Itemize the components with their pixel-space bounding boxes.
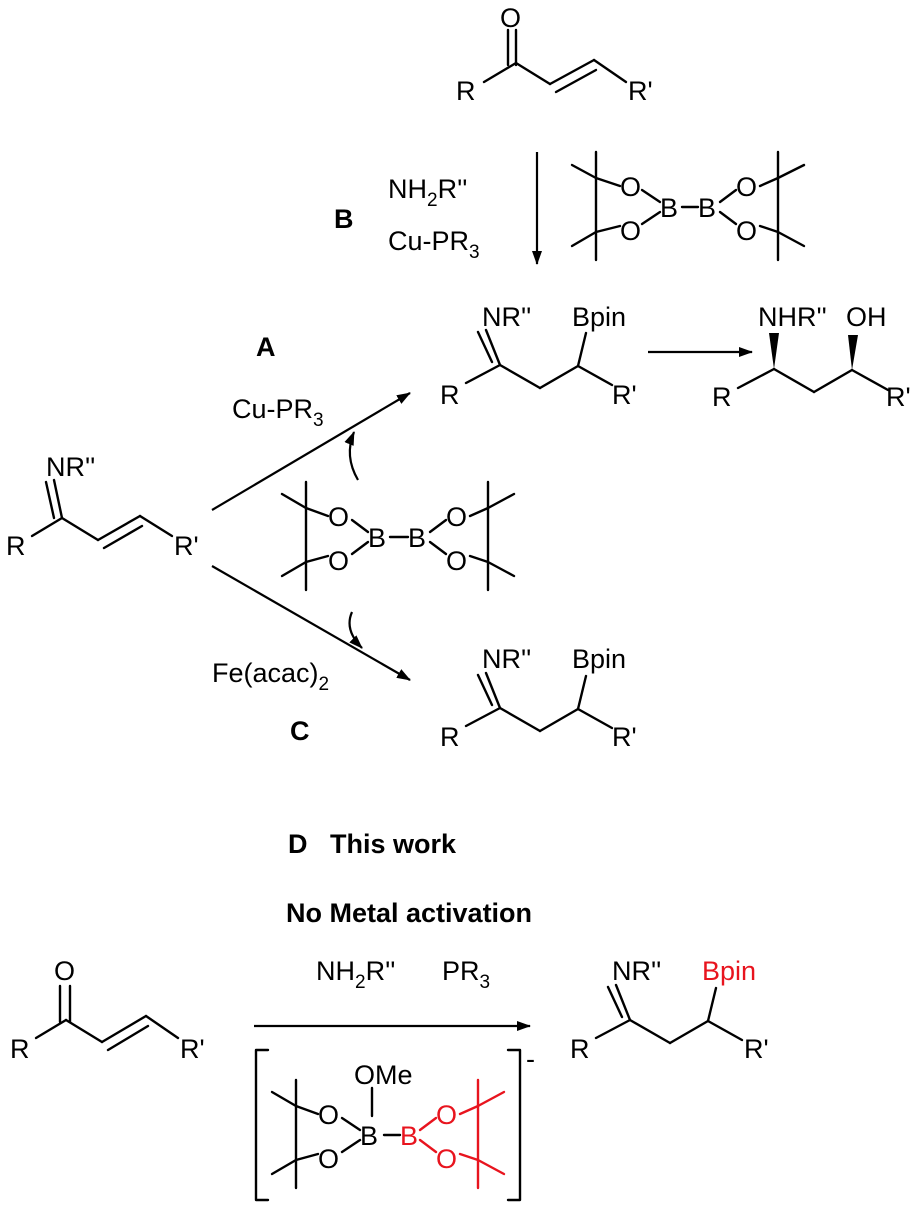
product-d: NR'' Bpin R R' (570, 956, 769, 1064)
atom-r: R (712, 382, 732, 412)
atom-bpin: Bpin (572, 302, 626, 332)
atom-nr-double-prime: NR'' (482, 644, 531, 674)
bracket-left (254, 1048, 270, 1202)
atom-r: R (10, 1034, 30, 1064)
top-enone: O R R' (456, 3, 653, 106)
atom-r: R (6, 531, 26, 561)
atom-nr-double-prime: NR'' (612, 956, 661, 986)
bracket-right (506, 1048, 522, 1202)
atom-boron: B (408, 523, 426, 553)
label-a: A (256, 332, 276, 362)
atom-oxygen-red: O (436, 1144, 457, 1174)
atom-bpin: Bpin (572, 644, 626, 674)
reagent-amine-b: NH2R'' (388, 174, 467, 211)
product-ab: NR'' Bpin R R' (440, 302, 637, 410)
atom-r: R (570, 1034, 590, 1064)
atom-boron: B (698, 193, 716, 223)
atom-oxygen: O (54, 956, 75, 986)
left-imine: NR'' R R' (6, 452, 199, 561)
atom-oh: OH (846, 302, 887, 332)
atom-boron: B (360, 1121, 378, 1151)
atom-bpin-red: Bpin (702, 956, 756, 986)
curved-arrow-c (348, 611, 363, 649)
atom-oxygen-red: O (436, 1100, 457, 1130)
atom-oxygen: O (318, 1144, 339, 1174)
label-no-metal-activation: No Metal activation (286, 898, 532, 928)
b2pin2-middle: O O B B O O (280, 480, 516, 592)
atom-oxygen: O (328, 546, 349, 576)
reagent-fe-c: Fe(acac)2 (212, 658, 329, 695)
atom-oxygen: O (328, 502, 349, 532)
atom-oxygen: O (736, 172, 757, 202)
atom-oxygen: O (620, 172, 641, 202)
atom-oxygen: O (446, 546, 467, 576)
arrow-a (211, 392, 411, 511)
reagent-cu-b: Cu-PR3 (388, 226, 480, 263)
product-aminoalcohol: NHR'' OH R R' (712, 302, 911, 412)
atom-nr-double-prime: NR'' (482, 302, 531, 332)
atom-r-prime: R' (174, 531, 199, 561)
label-b: B (334, 204, 354, 234)
label-this-work: This work (330, 829, 457, 859)
atom-r: R (440, 380, 460, 410)
atom-oxygen: O (620, 216, 641, 246)
atom-r: R (456, 76, 476, 106)
bottom-enone: O R R' (10, 956, 205, 1064)
atom-ome: OMe (354, 1060, 413, 1090)
b2pin2-top: O O B B O O (570, 150, 806, 262)
atom-oxygen: O (318, 1100, 339, 1130)
atom-nr-double-prime: NR'' (46, 452, 95, 482)
curved-arrow-a (344, 431, 359, 481)
atom-r-prime: R' (886, 382, 911, 412)
atom-r-prime: R' (612, 722, 637, 752)
atom-boron: B (368, 523, 386, 553)
arrow-c (211, 565, 411, 681)
reagent-cu-a: Cu-PR3 (232, 394, 324, 431)
atom-oxygen: O (500, 3, 521, 33)
activated-diboron-complex: - OMe B O O B O O (254, 1044, 535, 1202)
charge-minus: - (526, 1044, 535, 1074)
atom-oxygen: O (736, 216, 757, 246)
reagent-amine-d: NH2R'' (316, 956, 395, 993)
atom-boron-red: B (400, 1121, 418, 1151)
label-d: D (288, 829, 308, 859)
atom-r-prime: R' (180, 1034, 205, 1064)
atom-r: R (440, 722, 460, 752)
label-c: C (290, 716, 310, 746)
reagent-pr3-d: PR3 (442, 956, 490, 993)
product-c: NR'' Bpin R R' (440, 644, 637, 752)
atom-r-prime: R' (744, 1034, 769, 1064)
atom-oxygen: O (446, 502, 467, 532)
atom-nhr-double-prime: NHR'' (758, 302, 827, 332)
atom-boron: B (660, 193, 678, 223)
atom-r-prime: R' (612, 380, 637, 410)
atom-r-prime: R' (628, 76, 653, 106)
